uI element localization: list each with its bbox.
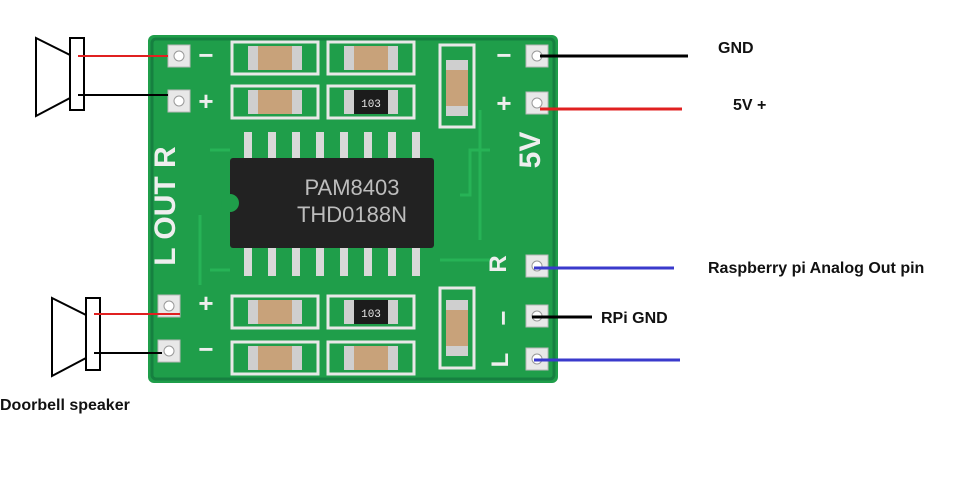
left-pads xyxy=(157,44,191,363)
silkscreen-minus-bl: − xyxy=(198,334,213,364)
silkscreen-minus-tr: − xyxy=(496,40,511,70)
speaker-bottom-icon xyxy=(51,296,101,378)
chip-pins xyxy=(244,132,420,276)
silkscreen-minus-tl: − xyxy=(198,40,213,70)
label-rpi-gnd: RPi GND xyxy=(601,310,668,327)
chip-notch xyxy=(221,194,239,212)
silkscreen-gnd-mark: − xyxy=(488,310,518,325)
silkscreen-out: L OUT R xyxy=(149,146,182,266)
smd-components xyxy=(230,40,476,376)
resistor-code-bottom: 103 xyxy=(361,309,381,321)
silkscreen-in-l: L xyxy=(487,353,514,368)
silkscreen-plus-tr: + xyxy=(496,88,511,118)
silkscreen-plus-tl: + xyxy=(198,86,213,116)
label-doorbell-speaker: Doorbell speaker xyxy=(0,397,130,414)
silkscreen-in-r: R xyxy=(485,255,512,272)
label-gnd: GND xyxy=(718,40,754,57)
label-rpi-analog-out: Raspberry pi Analog Out pin xyxy=(708,260,925,277)
speaker-top-icon xyxy=(35,36,85,118)
resistor-code-top: 103 xyxy=(361,99,381,111)
chip-label-line2: THD0188N xyxy=(297,202,407,227)
pcb-board-shade xyxy=(150,37,556,381)
label-5v: 5V + xyxy=(733,97,767,114)
silkscreen-5v: 5V xyxy=(514,132,547,169)
silkscreen-plus-bl: + xyxy=(198,288,213,318)
chip-label-line1: PAM8403 xyxy=(305,175,400,200)
chip-body xyxy=(230,158,434,248)
pcb-traces xyxy=(198,110,490,285)
